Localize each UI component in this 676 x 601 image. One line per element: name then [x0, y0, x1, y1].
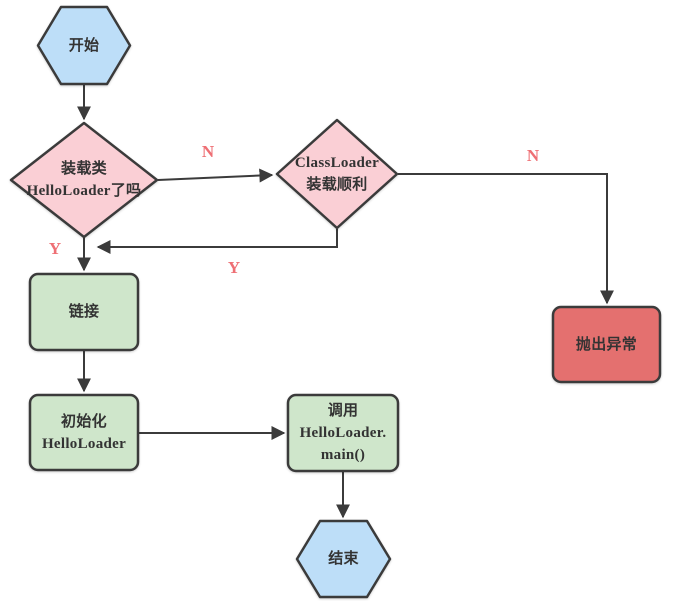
edge-classloader-yes-to-link-line	[96, 229, 338, 254]
edge-classloader-no-to-throw-exception	[398, 173, 614, 305]
edge-check-loaded-no-to-classloader	[157, 168, 274, 183]
initialize-process-shape	[28, 393, 140, 472]
throw-exception-shape	[551, 305, 662, 384]
link-process-shape	[28, 272, 140, 352]
start-node-shape	[36, 5, 132, 86]
invoke-main-process-shape	[286, 393, 400, 473]
check-loaded-decision-shape	[9, 121, 159, 239]
classloader-decision-shape	[275, 118, 399, 230]
end-node-shape	[295, 519, 392, 599]
